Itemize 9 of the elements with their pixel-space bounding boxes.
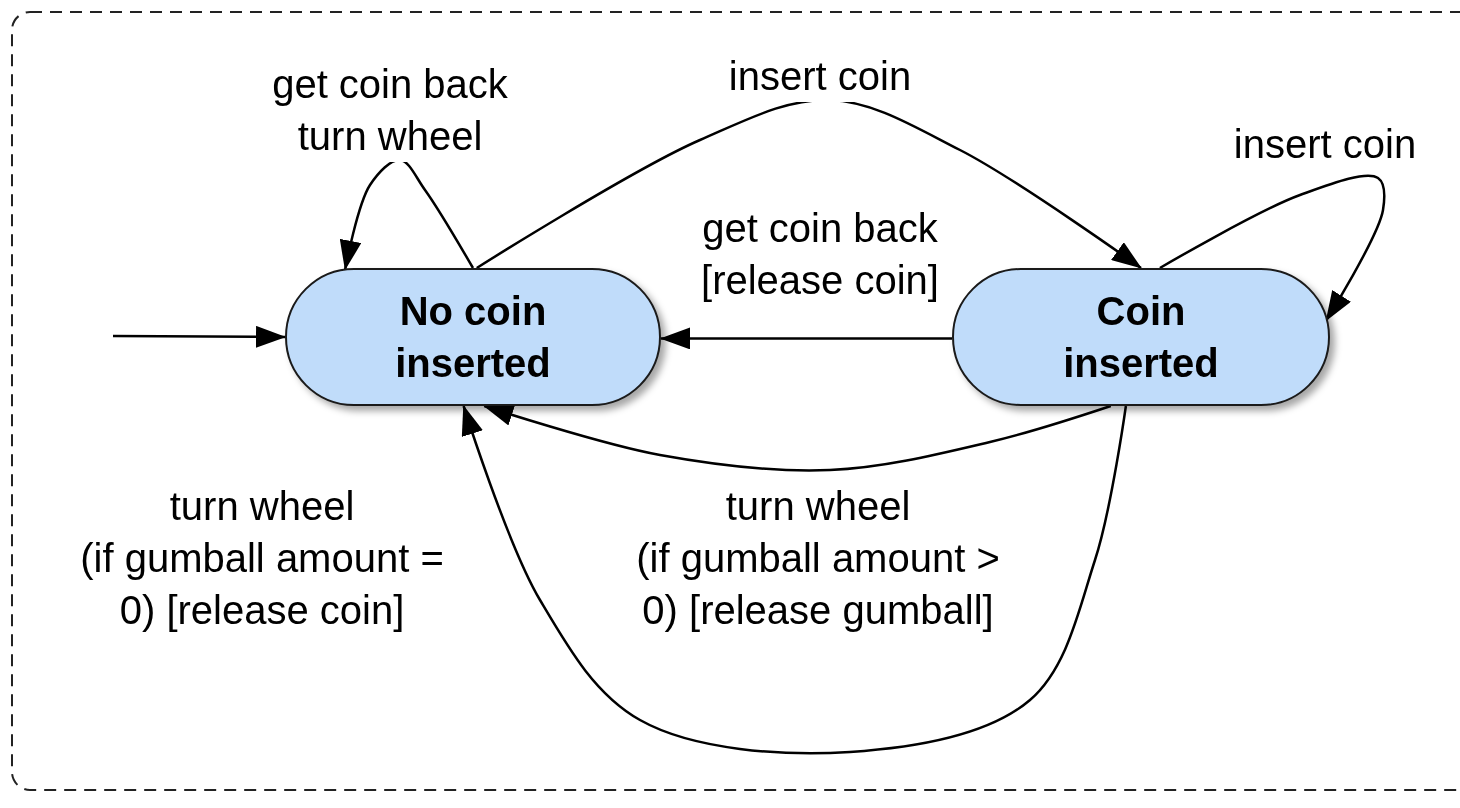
state-name: No coin inserted (394, 288, 552, 387)
transition-arrow (660, 327, 952, 350)
transition-arrow (461, 405, 1128, 755)
state-name: Coin inserted (1062, 288, 1220, 387)
state-box (952, 268, 1330, 406)
state-box (285, 268, 661, 406)
self-loop-arrow (1159, 174, 1386, 322)
transition-arrow (483, 404, 1112, 472)
initial-arrow (113, 325, 286, 348)
